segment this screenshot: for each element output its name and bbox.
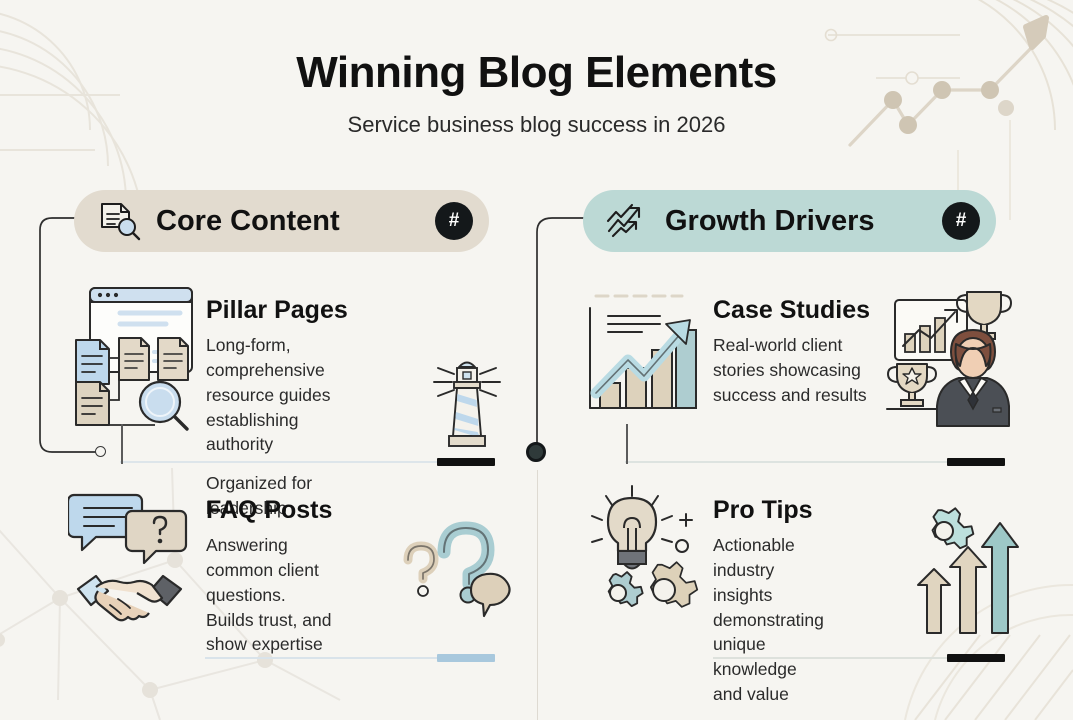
lighthouse-icon (428, 352, 506, 457)
bar-chart-growth-icon (578, 288, 698, 423)
document-search-icon (96, 201, 142, 241)
section-badge[interactable]: # (435, 202, 473, 240)
section-title: Core Content (156, 204, 340, 237)
section-badge[interactable]: # (942, 202, 980, 240)
card-body: Real-world client stories showcasing suc… (713, 335, 867, 405)
browser-documents-magnifier-icon (62, 282, 197, 437)
card-body: Answering common client questions. Build… (206, 535, 332, 655)
center-hub-node (526, 442, 546, 462)
card-divider (625, 458, 1005, 466)
card-text-block: Pillar Pages Long-form, comprehensive re… (206, 296, 348, 521)
left-connector-endpoint (95, 446, 106, 457)
center-divider (537, 470, 538, 720)
lightbulb-gears-icon (584, 484, 702, 634)
section-title: Growth Drivers (665, 204, 875, 237)
card-divider (713, 654, 1005, 662)
card-body-secondary: Organized for leadership (206, 473, 313, 519)
card-text-block: FAQ Posts Answering common client questi… (206, 496, 332, 657)
card-text-block: Case Studies Real-world client stories s… (713, 296, 870, 408)
page-title: Winning Blog Elements (296, 48, 777, 97)
growth-arrows-icon (605, 201, 651, 241)
card-heading: Pillar Pages (206, 296, 348, 324)
upward-arrows-gear-icon (912, 505, 1022, 650)
section-header-core-content[interactable]: Core Content # (74, 190, 489, 252)
section-header-growth-drivers[interactable]: Growth Drivers # (583, 190, 996, 252)
card-connector-tick (626, 424, 628, 464)
speech-bubbles-handshake-icon (66, 487, 193, 637)
card-divider (205, 654, 495, 662)
card-heading: Pro Tips (713, 496, 813, 524)
trophy-businesswoman-icon (885, 282, 1025, 437)
page-subtitle: Service business blog success in 2026 (347, 112, 726, 137)
card-heading: FAQ Posts (206, 496, 333, 524)
card-body: Long-form, comprehensive resource guides… (206, 335, 331, 455)
card-heading: Case Studies (713, 296, 871, 324)
card-body: Actionable industry insights demonstrati… (713, 535, 824, 705)
card-connector-tick (121, 424, 123, 464)
question-marks-icon (400, 512, 512, 627)
card-text-block: Pro Tips Actionable industry insights de… (713, 496, 824, 707)
card-divider (120, 458, 495, 466)
